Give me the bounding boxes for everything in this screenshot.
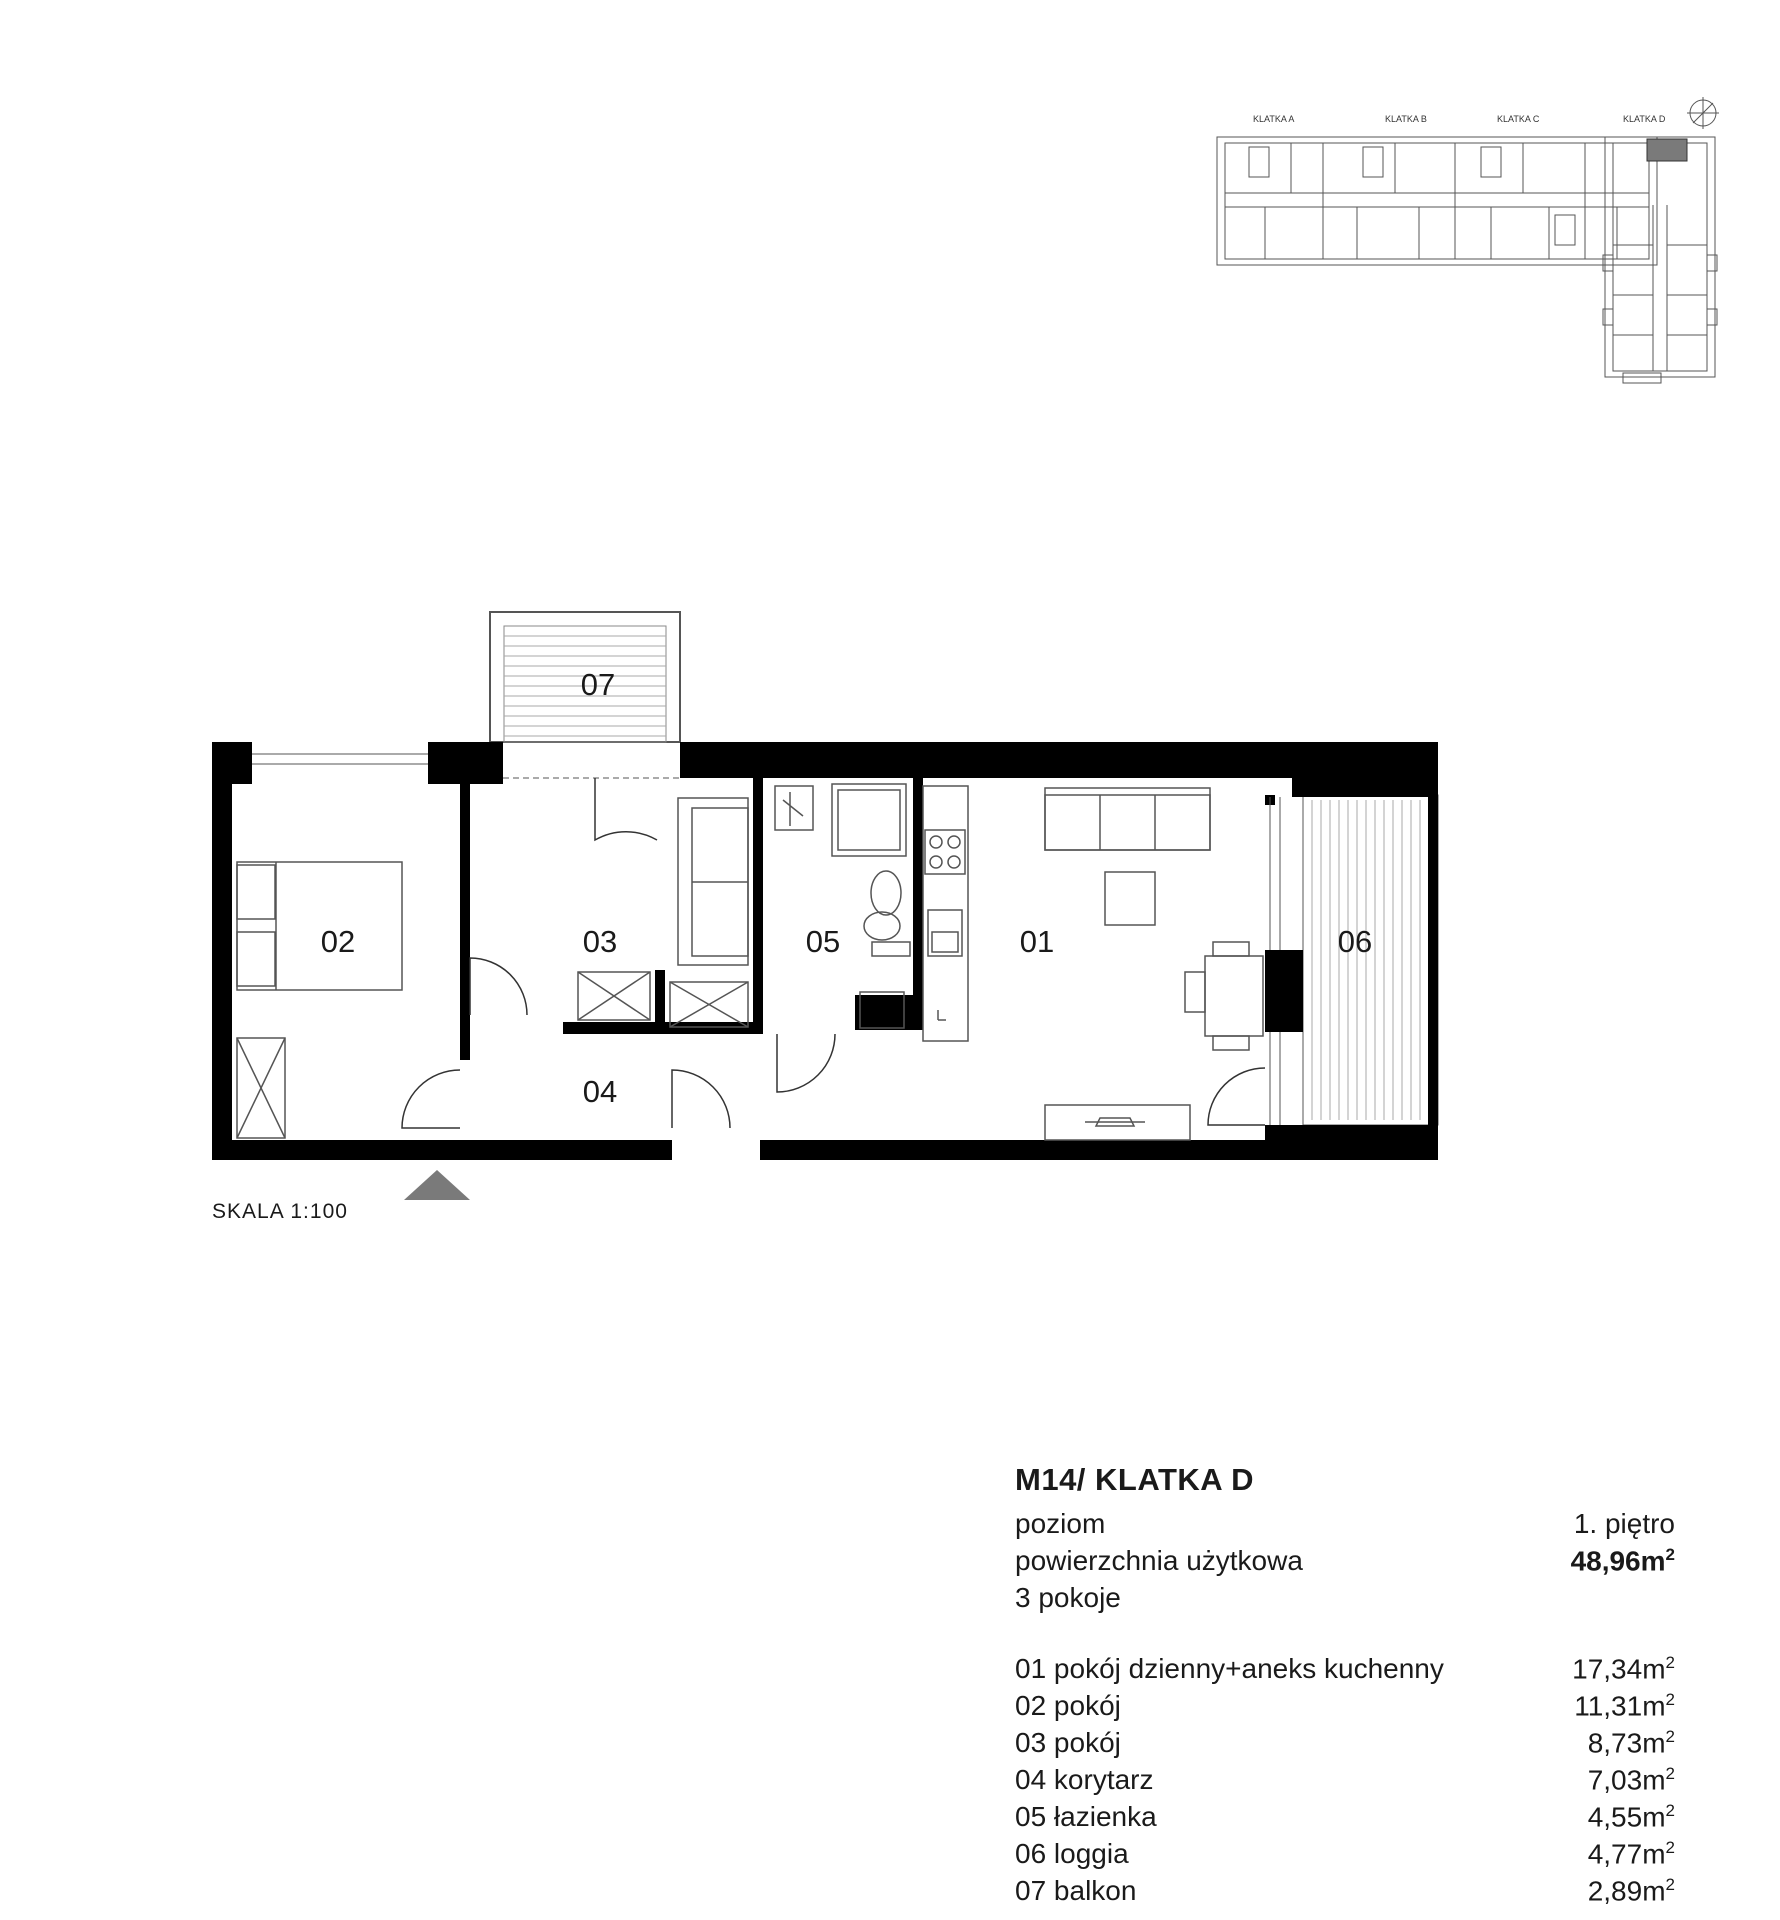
doors: [401, 778, 1266, 1129]
building-wing-horizontal: [1216, 136, 1658, 266]
schedule-row: 07 balkon 2,89m2: [1015, 1875, 1675, 1907]
schedule-row: 01 pokój dzienny+aneks kuchenny 17,34m2: [1015, 1653, 1675, 1685]
rooms-count: 3 pokoje: [1015, 1582, 1121, 1613]
walls: [212, 742, 1438, 1160]
windows: [252, 753, 1281, 1125]
schedule-row: 04 korytarz 7,03m2: [1015, 1764, 1675, 1796]
sofa-01: [1044, 787, 1211, 851]
area-value: 48,96m2: [1570, 1545, 1675, 1577]
level-value: 1. piętro: [1573, 1508, 1675, 1539]
schedule-row: 02 pokój 11,31m2: [1015, 1690, 1675, 1722]
building-key-plan: KLATKA A KLATKA B KLATKA C KLATKA D: [1216, 97, 1719, 384]
level-label: poziom: [1015, 1508, 1106, 1539]
loggia-06: [1302, 794, 1439, 1126]
keyplan-label-a: KLATKA A: [1253, 114, 1294, 124]
room-label-02: 02: [321, 924, 355, 959]
area-row: powierzchnia użytkowa 48,96m2: [1015, 1545, 1675, 1581]
room-label-07: 07: [581, 667, 615, 702]
schedule-row: 06 loggia 4,77m2: [1015, 1838, 1675, 1870]
rooms-count-row: 3 pokoje: [1015, 1582, 1675, 1618]
room-label-05: 05: [806, 924, 840, 959]
bed: [236, 861, 403, 991]
floor-plan: 02 03 05 01 06 04 07: [212, 611, 1439, 1200]
sofa-03: [677, 797, 749, 966]
building-wing-vertical: [1602, 136, 1718, 384]
schedule-row: 05 łazienka 4,55m2: [1015, 1801, 1675, 1833]
entrance-marker-icon: [404, 1170, 470, 1200]
keyplan-label-c: KLATKA C: [1497, 114, 1540, 124]
area-label: powierzchnia użytkowa: [1015, 1545, 1303, 1576]
schedule-row: 03 pokój 8,73m2: [1015, 1727, 1675, 1759]
wardrobe-02: [236, 1037, 286, 1139]
room-label-04: 04: [583, 1074, 617, 1109]
bathroom-fixtures: [774, 783, 911, 1029]
coffee-table: [1104, 871, 1156, 926]
room-label-01: 01: [1020, 924, 1054, 959]
keyplan-label-b: KLATKA B: [1385, 114, 1427, 124]
kitchen-counter: [922, 785, 969, 1042]
apartment-title: M14/ KLATKA D: [1015, 1462, 1254, 1497]
keyplan-label-d: KLATKA D: [1623, 114, 1666, 124]
tv-cabinet: [1044, 1104, 1191, 1141]
level-row: poziom 1. piętro: [1015, 1508, 1675, 1544]
scale-label: SKALA 1:100: [212, 1200, 348, 1223]
wardrobe-03: [577, 971, 749, 1028]
compass-icon: [1687, 97, 1719, 129]
dining-table: [1184, 941, 1264, 1051]
balcony-07: [489, 611, 681, 743]
room-label-03: 03: [583, 924, 617, 959]
highlighted-apartment: [1646, 138, 1688, 162]
room-label-06: 06: [1338, 924, 1372, 959]
